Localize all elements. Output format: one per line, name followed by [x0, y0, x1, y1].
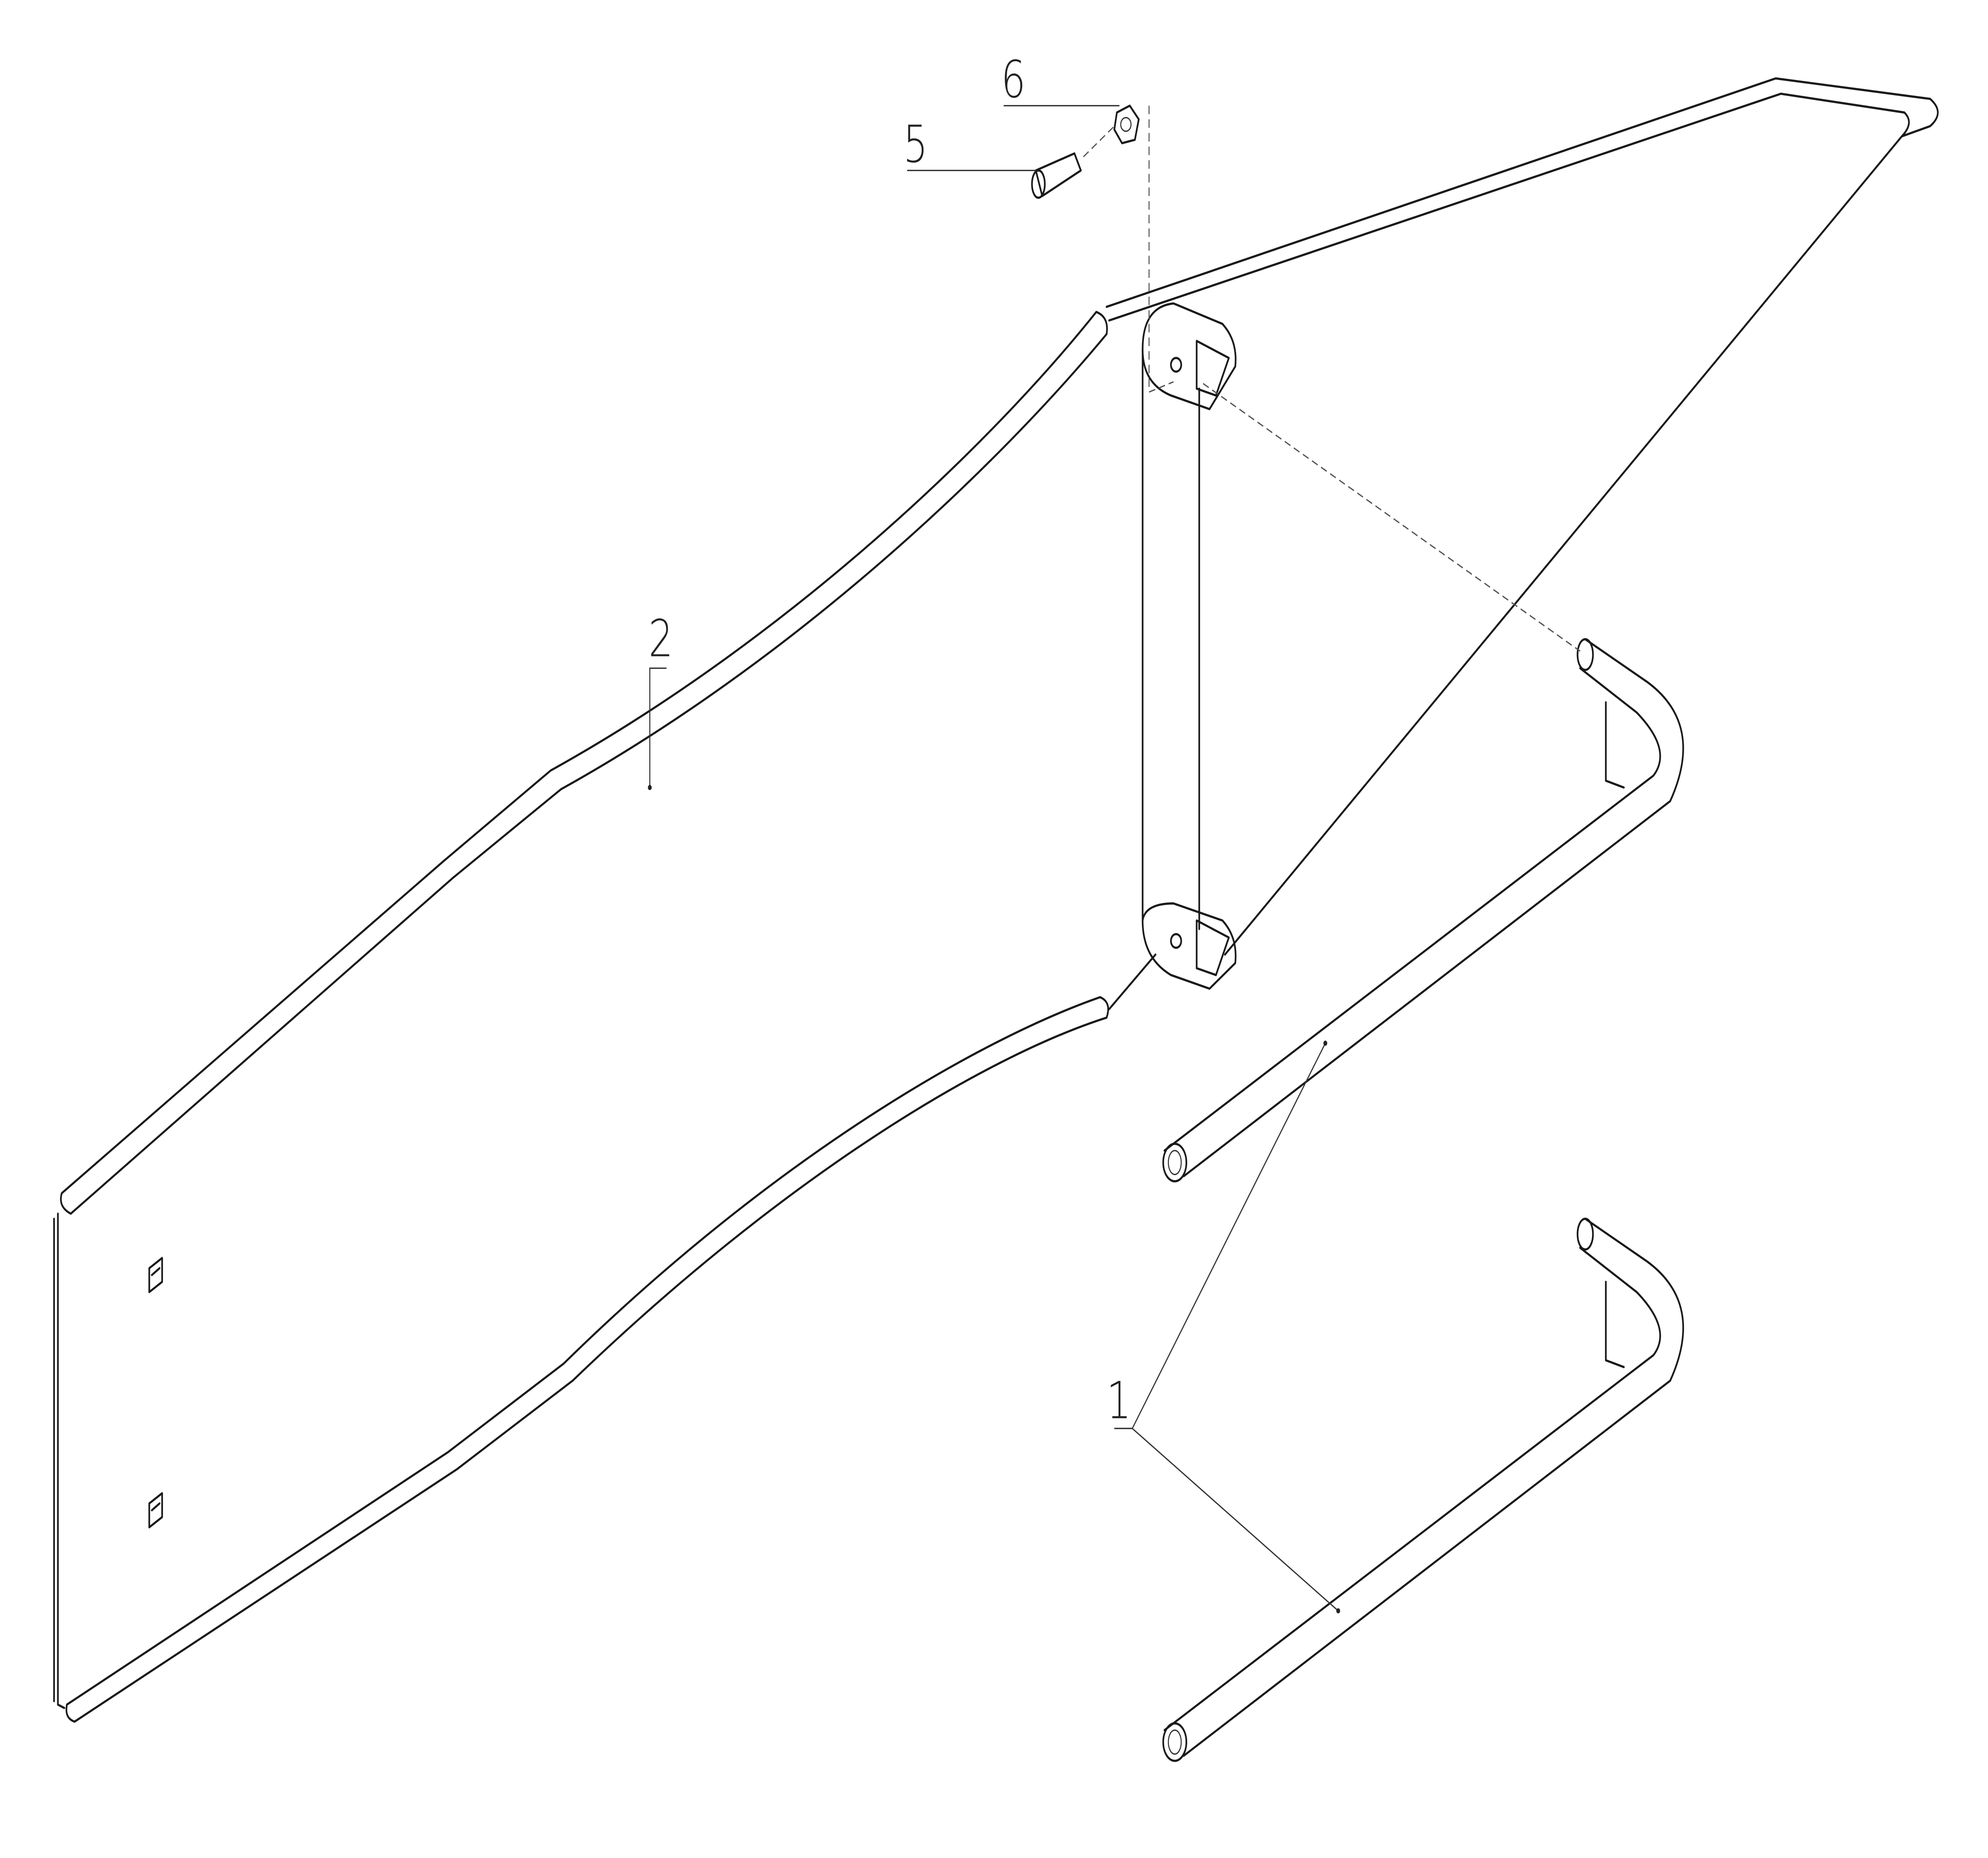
callout-5: 5 [903, 115, 928, 174]
hinge-bracket [1142, 302, 1237, 990]
callout-leaders [648, 105, 1340, 1613]
nut-part-6 [1113, 105, 1140, 144]
callout-1: 1 [1107, 1371, 1131, 1430]
callout-2: 2 [648, 609, 673, 668]
rod-part-1-lower [1162, 1217, 1684, 1762]
panel-part-2 [53, 77, 1939, 1723]
bolt-part-5 [1031, 152, 1082, 199]
rod-part-1-upper [1162, 638, 1684, 1182]
callout-6: 6 [1001, 50, 1026, 109]
